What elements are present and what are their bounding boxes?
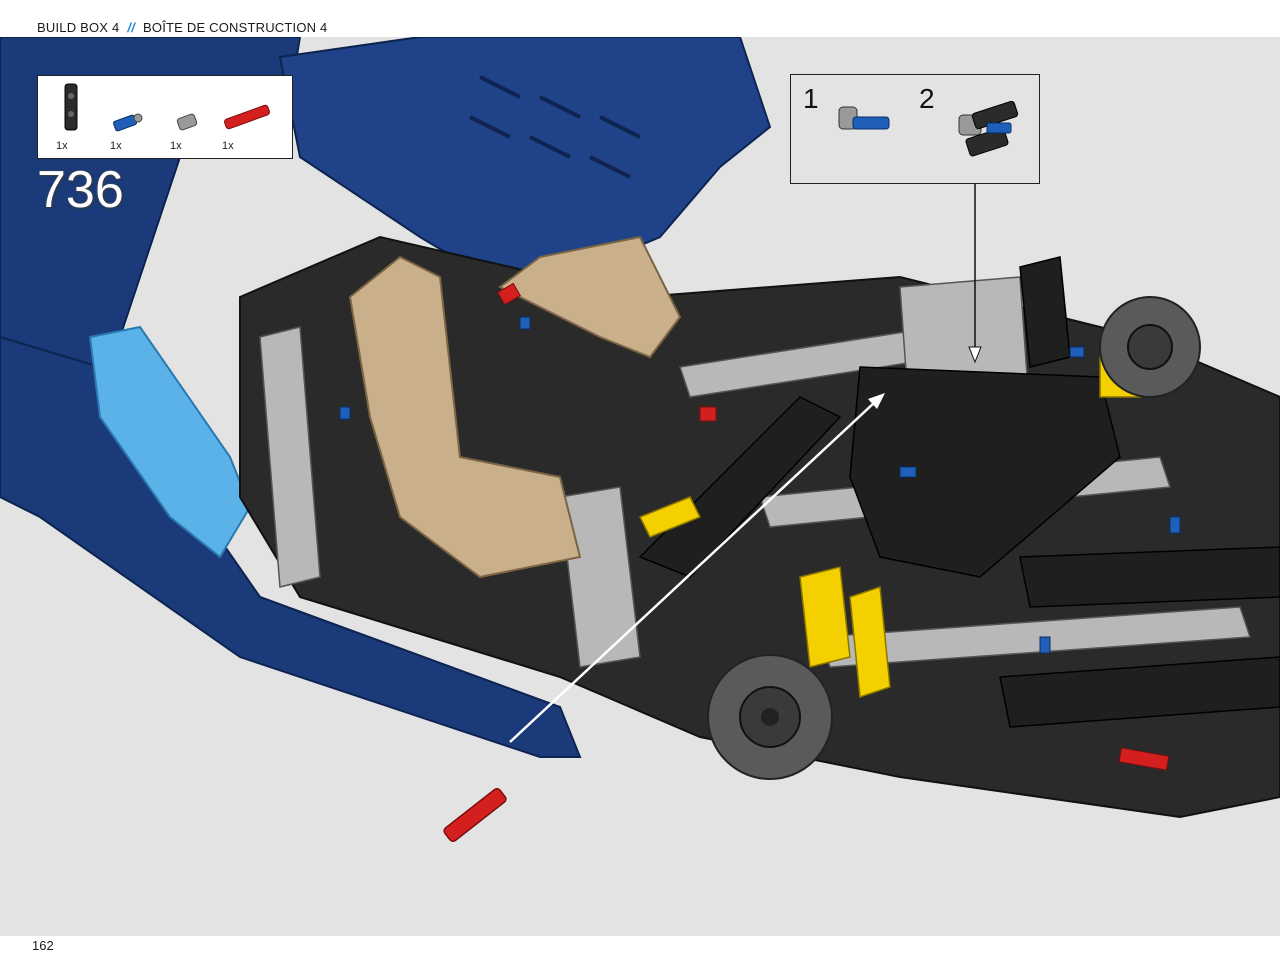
model-drawing (0, 37, 1280, 842)
blue-pins (339, 316, 1181, 654)
step-number: 736 (37, 161, 124, 219)
black-beams (638, 256, 1280, 728)
callout-step-2: 2 (919, 83, 935, 114)
assembled-connector-icon (958, 100, 1019, 157)
red-pins (497, 282, 1170, 771)
red-axle-icon (224, 104, 270, 130)
black-axle-connector-icon (64, 83, 78, 131)
header-title-fr: BOÎTE DE CONSTRUCTION 4 (143, 19, 328, 35)
blue-roof-panel (278, 37, 772, 299)
part-qty: 1x (222, 140, 234, 152)
part-black-axle-connector: 1x (56, 82, 96, 152)
grey-bush-with-blue-pin-icon (838, 106, 890, 130)
light-blue-panel (88, 325, 252, 559)
insertion-arrowhead (868, 393, 885, 409)
grey-bush-icon (176, 113, 198, 131)
part-grey-bush: 1x (170, 82, 210, 152)
rear-wheel-hub (1099, 296, 1201, 398)
insertion-arrow (509, 401, 876, 743)
callout-arrowhead (968, 346, 982, 364)
roof-slots (469, 75, 641, 179)
tan-seat-right (498, 235, 682, 359)
part-qty: 1x (110, 140, 122, 152)
parts-list: 1x 1x 1x 1x (37, 75, 293, 159)
part-qty: 1x (170, 140, 182, 152)
tan-seat-left (348, 255, 582, 579)
page-header: BUILD BOX 4 // BOÎTE DE CONSTRUCTION 4 (37, 18, 327, 36)
callout-parts-drawing (838, 100, 1019, 157)
part-qty: 1x (56, 140, 68, 152)
front-wheel-hub (707, 654, 833, 780)
header-title-en: BUILD BOX 4 (37, 19, 120, 35)
callout-step-1: 1 (803, 83, 819, 114)
part-red-axle: 1x (222, 82, 270, 152)
build-illustration (0, 37, 1280, 936)
header-separator: // (127, 19, 136, 35)
blue-axle-pin-icon (113, 113, 143, 132)
page-number: 162 (32, 938, 54, 953)
insert-red-axle (443, 788, 507, 842)
sub-assembly-callout: 1 2 (790, 74, 1040, 184)
part-blue-axle-pin: 1x (110, 82, 150, 152)
yellow-parts (638, 356, 1141, 699)
